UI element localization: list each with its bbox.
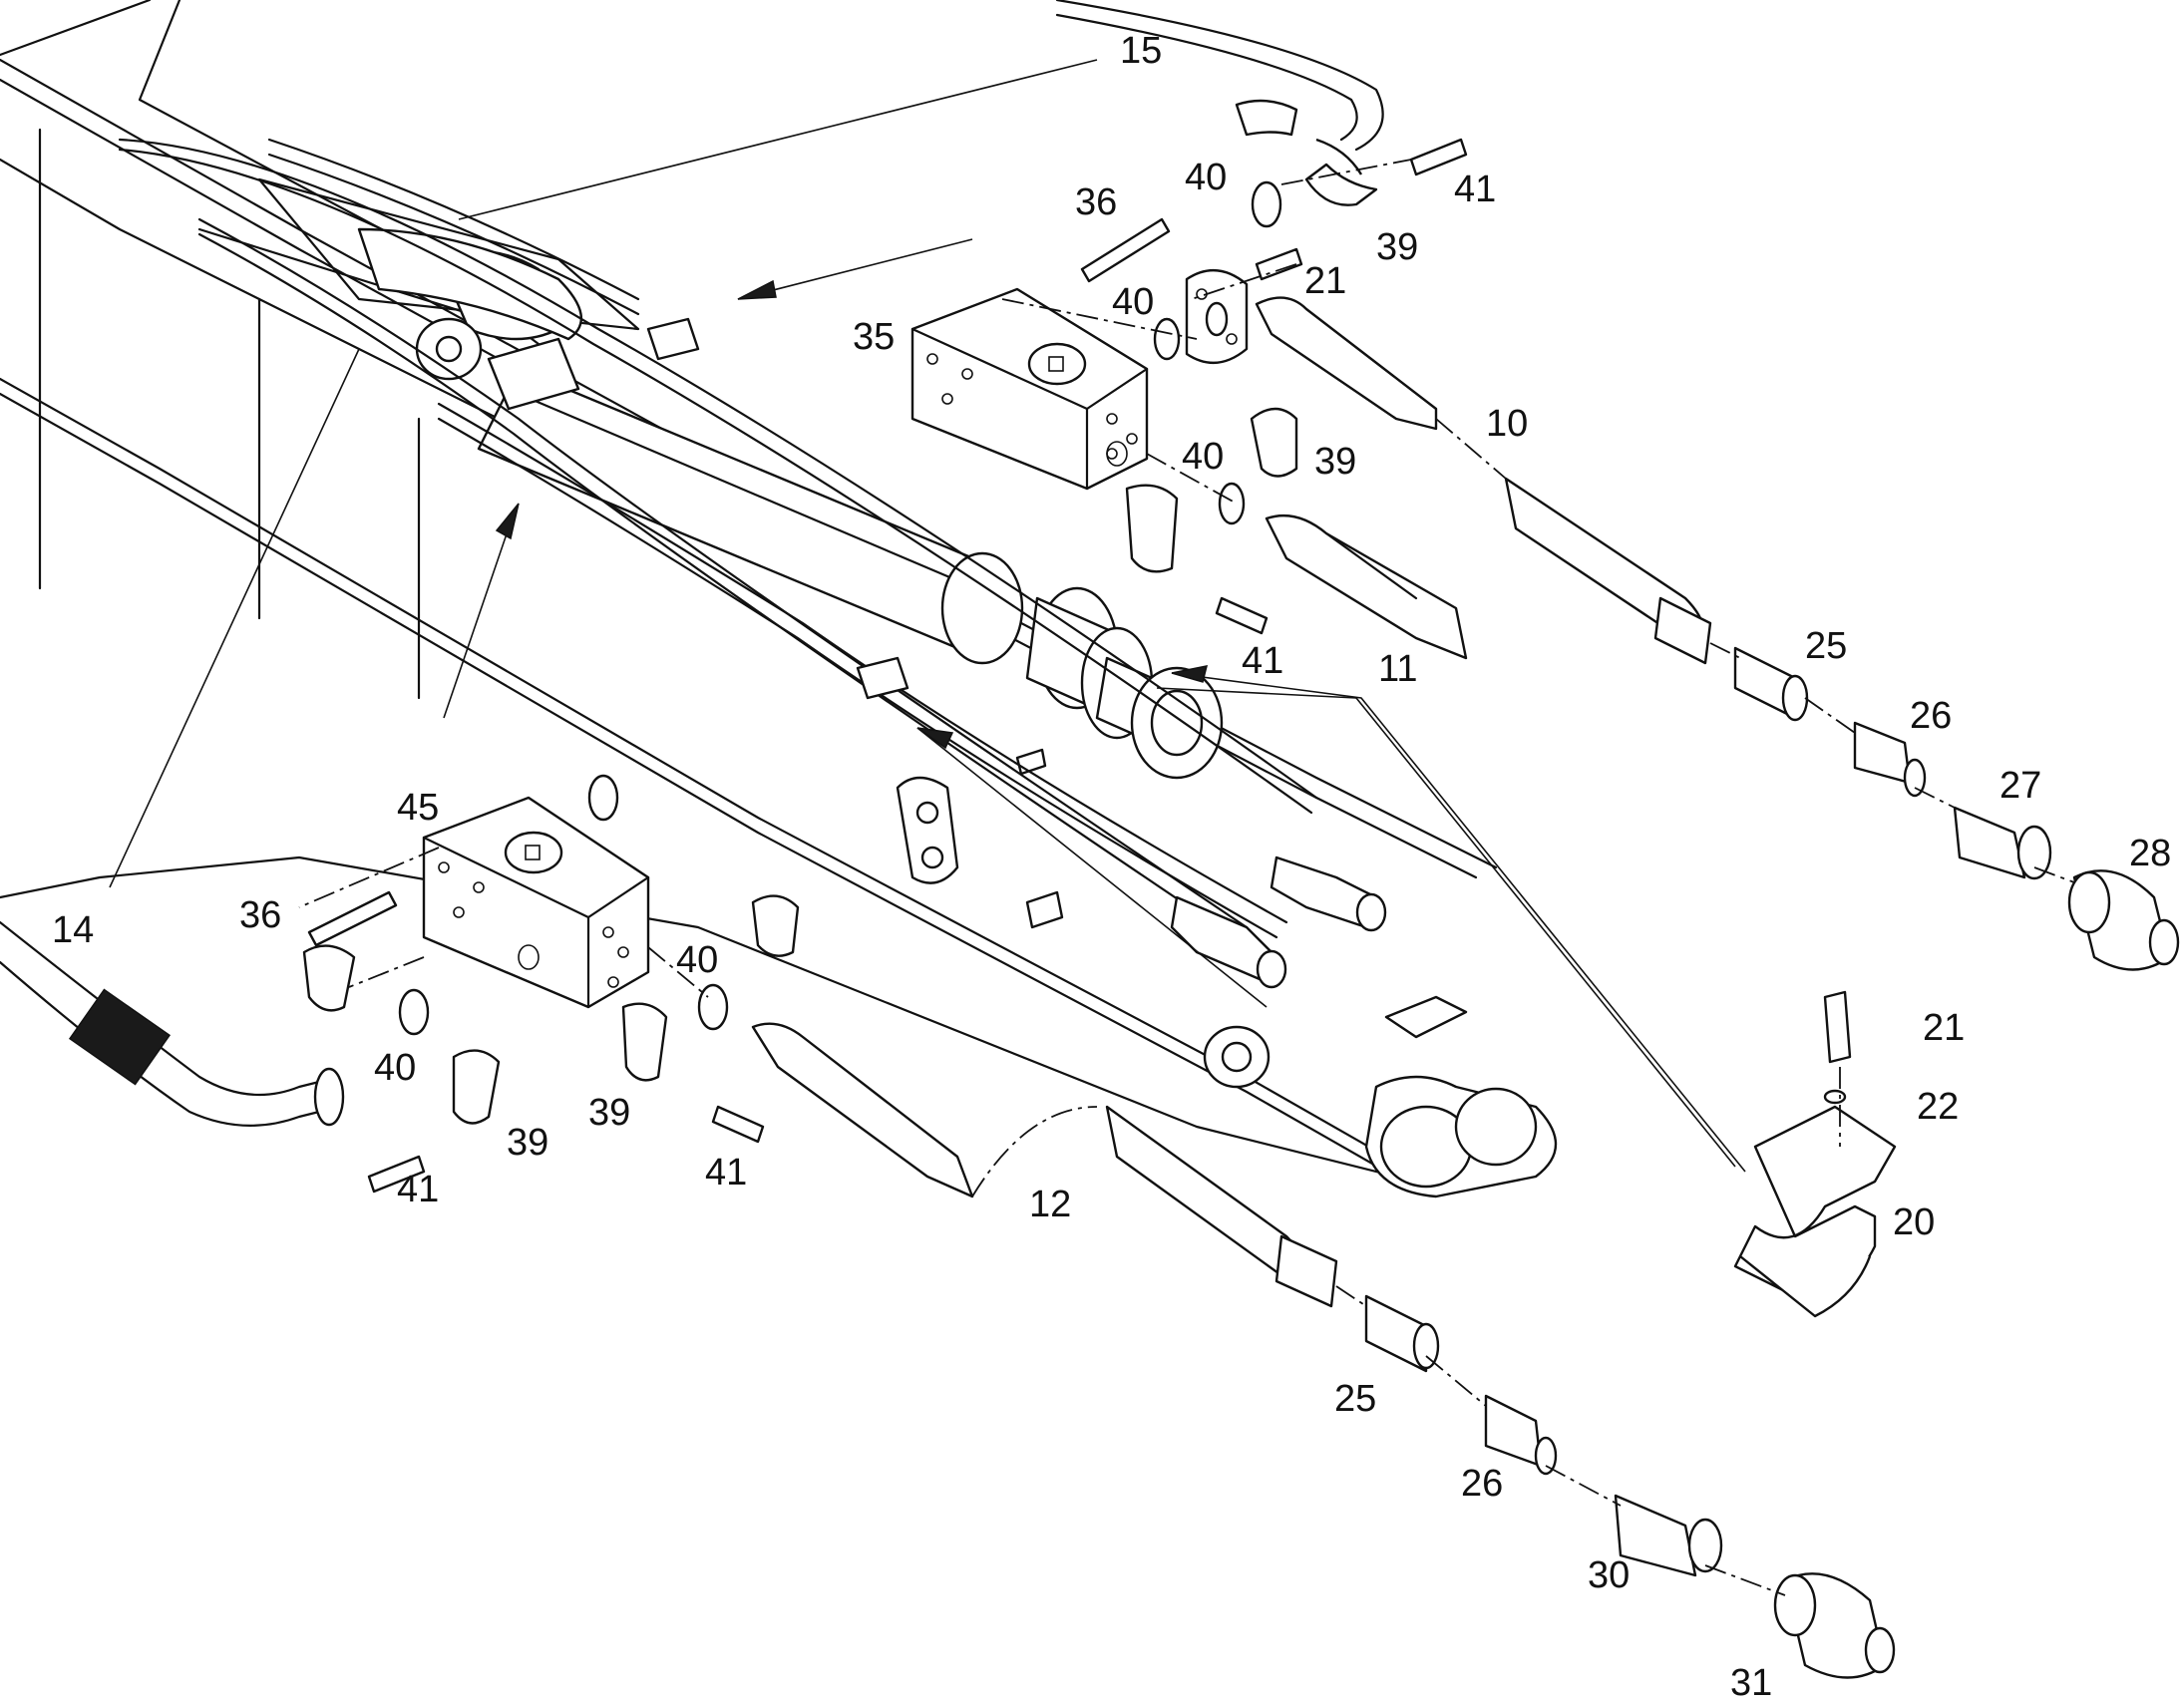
callout-40: 40 [1112,281,1154,323]
callout-26: 26 [1910,695,1952,737]
callout-36: 36 [239,894,281,936]
callout-30: 30 [1588,1554,1630,1596]
callout-21: 21 [1304,260,1346,302]
fittings-lower [1274,1234,1896,1679]
callout-40: 40 [1185,157,1227,198]
leader-lines [109,59,2075,1596]
callout-15: 15 [1120,30,1162,72]
callout-labels: 15 40 41 36 39 40 21 35 10 40 39 41 11 2… [52,30,2171,1704]
callout-28: 28 [2129,833,2171,874]
callout-25: 25 [1334,1378,1376,1420]
callout-40: 40 [374,1047,416,1089]
callout-25: 25 [1805,625,1847,667]
hose-14-lower [0,920,345,1127]
callout-41: 41 [397,1169,439,1210]
callout-40: 40 [676,939,718,981]
callout-45: 45 [397,787,439,829]
callout-31: 31 [1730,1662,1772,1704]
valve-block-45 [422,796,650,1009]
callout-40: 40 [1182,436,1224,478]
callout-21: 21 [1923,1007,1965,1049]
callout-12: 12 [1029,1184,1071,1225]
callout-10: 10 [1486,403,1528,445]
callout-36: 36 [1075,181,1117,223]
callout-41: 41 [705,1152,747,1194]
bracket-20 [1733,990,1897,1318]
callout-20: 20 [1893,1201,1935,1243]
valve-block-35 [910,287,1149,491]
flange-parts [302,99,1705,1288]
callout-22: 22 [1917,1086,1959,1128]
callout-26: 26 [1461,1463,1503,1505]
callout-39: 39 [1314,441,1356,483]
callout-39: 39 [588,1092,630,1134]
callout-14: 14 [52,909,94,951]
boom-cylinder [357,227,1224,780]
callout-39: 39 [1376,226,1418,268]
callout-11: 11 [1378,648,1417,690]
callout-41: 41 [1242,640,1283,682]
fittings-upper [1653,596,2180,971]
boom-hoses [118,0,1387,989]
callout-41: 41 [1454,169,1496,210]
callout-27: 27 [1999,765,2041,807]
callout-35: 35 [853,316,895,358]
callout-39: 39 [507,1122,548,1164]
